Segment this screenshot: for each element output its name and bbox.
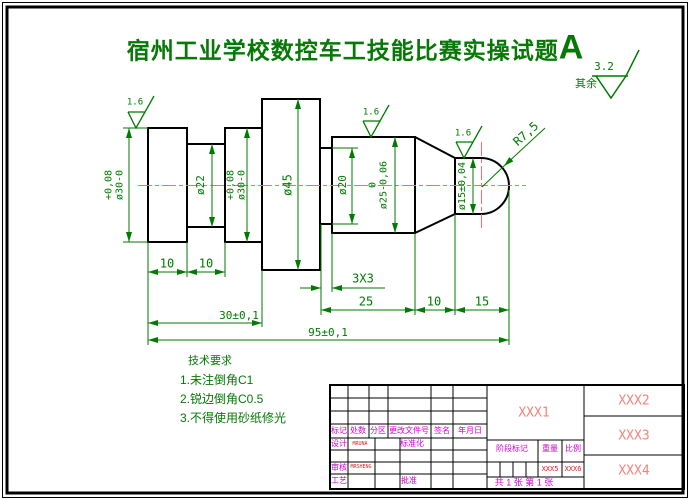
tb-review-label: 审核 (331, 463, 347, 472)
tb-process-label: 工艺 (331, 476, 347, 485)
dim-dia15: ø15±0,04 (456, 161, 468, 211)
dim-dia20: ø20 (336, 175, 350, 195)
general-roughness-icon (592, 49, 640, 100)
roughness-icons (127, 49, 640, 160)
tb-review-name: MRSHENG (350, 464, 372, 470)
dim-groove: 3X3 (352, 271, 374, 286)
centerline (138, 142, 526, 230)
tech-item-3: 3.不得使用砂纸修光 (180, 411, 287, 425)
roughness-icon-mid (362, 104, 390, 139)
tb-rev-date: 年月日 (458, 426, 482, 435)
dim-len25: 25 (358, 294, 374, 309)
roughness-value-mid: 1.6 (362, 107, 380, 118)
tb-field4: XXX4 (618, 463, 650, 479)
tech-item-1: 1.未注倒角C1 (180, 373, 254, 387)
tb-rev-zone: 分区 (370, 426, 386, 435)
roughness-value-left: 1.6 (126, 97, 144, 108)
tb-scale-value: XXX6 (564, 465, 582, 473)
general-roughness-label: 其余 (575, 78, 597, 91)
tb-design-name: MRUNA (352, 441, 368, 447)
tb-scale-label: 比例 (565, 444, 581, 453)
title-block-grid (329, 384, 685, 490)
dim-dia22: ø22 (194, 175, 208, 195)
dim-dia45: ø45 (280, 174, 295, 196)
tb-weight-value: XXX5 (541, 465, 559, 473)
dim-len10c: 10 (426, 294, 442, 309)
tb-rev-count: 处数 (350, 426, 366, 435)
roughness-value-right: 1.6 (454, 128, 472, 139)
dim-dia30-left: +0,08 ø30-0 (103, 169, 126, 201)
dim-len95: 95±0,1 (308, 326, 348, 340)
tb-stage-label: 阶段标记 (496, 444, 528, 453)
tech-heading: 技术要求 (188, 355, 232, 367)
dim-len10a: 10 (159, 256, 175, 271)
tb-standardize-label: 标准化 (400, 439, 424, 448)
tb-approve-label: 批准 (401, 476, 417, 485)
tb-design-label: 设计 (331, 439, 347, 448)
tb-part-name: XXX1 (518, 405, 550, 421)
tech-item-2: 2.锐边倒角C0.5 (180, 392, 264, 406)
dim-dia25: 0 ø25-0,06 (367, 160, 390, 210)
tb-sheet-info: 共 1 张 第 1 张 (494, 477, 554, 488)
roughness-icon-left (127, 95, 155, 130)
dim-dia30-right: +0,08 ø30-0 (225, 169, 248, 201)
tb-rev-doc: 更改文件号 (389, 426, 429, 435)
dim-len30: 30±0,1 (219, 309, 259, 323)
tb-rev-mark: 标记 (331, 426, 347, 435)
page-title-grade: A (558, 28, 584, 67)
dim-len10b: 10 (198, 256, 214, 271)
roughness-icon-right (455, 125, 483, 160)
page-title-text: 宿州工业学校数控车工技能比赛实操试题 (126, 37, 559, 64)
dim-len15: 15 (474, 294, 490, 309)
tech-requirements: 技术要求 1.未注倒角C1 2.锐边倒角C0.5 3.不得使用砂纸修光 (180, 352, 286, 428)
tb-field3: XXX3 (618, 428, 650, 444)
tb-field2: XXX2 (618, 393, 650, 409)
page-title: 宿州工业学校数控车工技能比赛实操试题A (127, 29, 584, 68)
general-roughness-value: 3.2 (594, 60, 614, 74)
tb-rev-sign: 签名 (434, 426, 450, 435)
tb-weight-label: 重量 (542, 444, 558, 453)
